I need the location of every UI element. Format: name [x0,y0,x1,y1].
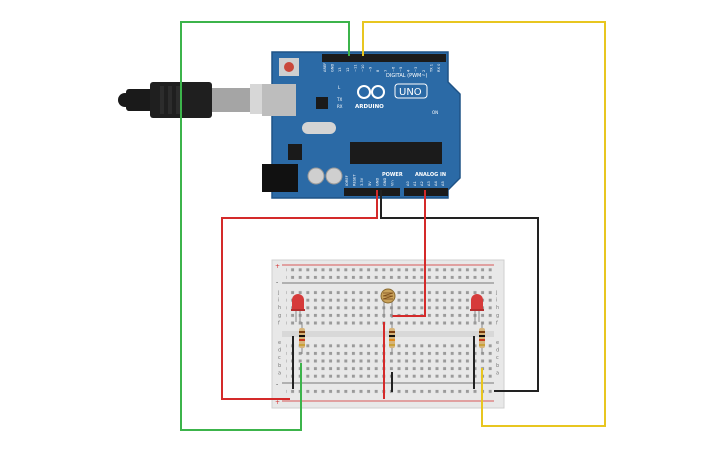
pin-label: GND [331,64,335,72]
row-label-g: g [496,313,499,319]
row-label-e: e [278,340,281,346]
on-led-label: ON [432,110,438,115]
wires [180,21,606,431]
wire-black-gnd[interactable] [380,190,539,392]
row-label-j: j [277,290,279,296]
power-label: POWER [382,172,403,178]
atmega-chip [350,142,442,164]
power-header[interactable] [344,188,400,196]
wire-red-5v[interactable] [221,190,378,400]
row-label-h: h [496,305,499,311]
arduino-uno-board[interactable]: ARDUINO UNO DIGITAL (PWM~) POWER ANALOG … [262,51,461,199]
pin-label: IOREF [345,175,349,186]
tx-led-label: TX [336,97,342,102]
center-channel [282,331,494,337]
pin-label: 8 [376,69,380,72]
pin-label: 12 [346,67,350,72]
row-label-i: i [278,298,279,304]
row-label-j: j [495,290,497,296]
rail-minus-bottom: - [276,381,278,388]
led-left[interactable] [291,294,305,322]
pin-label: A4 [434,181,438,186]
row-label-g: g [278,313,281,319]
pin-label: GND [375,178,379,186]
capacitor-1 [307,167,325,185]
top-rail-holes [286,268,492,279]
digital-header-label: DIGITAL (PWM~) [386,73,428,79]
pin-label: ~10 [361,64,365,72]
analog-label: ANALOG IN [415,172,446,178]
uno-label: UNO [399,87,422,98]
pin-label: A3 [427,181,431,186]
pin-label: A5 [441,181,445,186]
capacitor-2 [325,167,343,185]
wire-red-a0[interactable] [392,190,426,317]
rail-minus-top: - [276,279,278,286]
row-label-d: d [496,348,499,354]
pin-label: ~9 [369,66,373,72]
pin-label: 3.3V [360,177,364,186]
pin-label: 13 [338,67,342,72]
wire-yellow[interactable] [362,21,606,427]
row-label-b: b [278,363,281,369]
crystal [302,122,336,134]
arduino-logo-icon-right [371,85,385,99]
pin-label: 4 [407,69,411,72]
pin-label: ~6 [391,66,395,72]
usb-chip [316,97,328,109]
photoresistor[interactable] [380,288,396,318]
reset-button-cap[interactable] [284,62,294,72]
pin-label: GND [383,178,387,186]
rail-plus-top: + [275,263,280,270]
resistor-middle[interactable] [389,322,395,354]
pin-label: A1 [413,181,417,186]
pin-label: 7 [384,70,388,72]
pin-label: RESET [353,174,357,186]
row-label-d: d [278,348,281,354]
arduino-brand: ARDUINO [355,104,384,110]
pin-label: ~11 [353,64,357,72]
power-jack [262,164,298,192]
usb-jack [262,84,296,116]
l-led-label: L [338,85,341,90]
row-label-b: b [496,363,499,369]
row-label-f: f [496,320,498,326]
row-label-f: f [278,320,280,326]
wire-green[interactable] [180,21,350,431]
pin-label: RX 0 [437,63,441,72]
lower-terminal-holes [286,340,492,378]
row-label-a: a [496,370,499,376]
resistor-left[interactable] [299,322,305,354]
regulator [288,144,302,160]
rail-plus-bottom: + [275,399,280,406]
pin-label: 5V [368,181,372,186]
pin-label: TX 1 [429,64,433,73]
led-right[interactable] [470,294,484,322]
uno-badge [394,83,428,99]
resistor-right[interactable] [479,322,485,354]
row-label-c: c [496,355,499,361]
pin-label: ~3 [414,67,418,72]
pin-label: 2 [422,70,426,72]
bottom-rail-holes [286,386,492,397]
row-label-c: c [278,355,281,361]
pin-label: Vin [391,180,395,186]
pin-label: A0 [406,181,410,186]
row-label-h: h [278,305,281,311]
row-label-a: a [278,370,281,376]
row-label-e: e [496,340,499,346]
rx-led-label: RX [337,104,343,109]
row-label-i: i [496,298,497,304]
pin-label: ~5 [399,67,403,72]
digital-header[interactable] [322,54,446,62]
arduino-logo-icon [357,85,371,99]
pin-label: AREF [323,63,327,72]
pin-label: A2 [420,181,424,186]
